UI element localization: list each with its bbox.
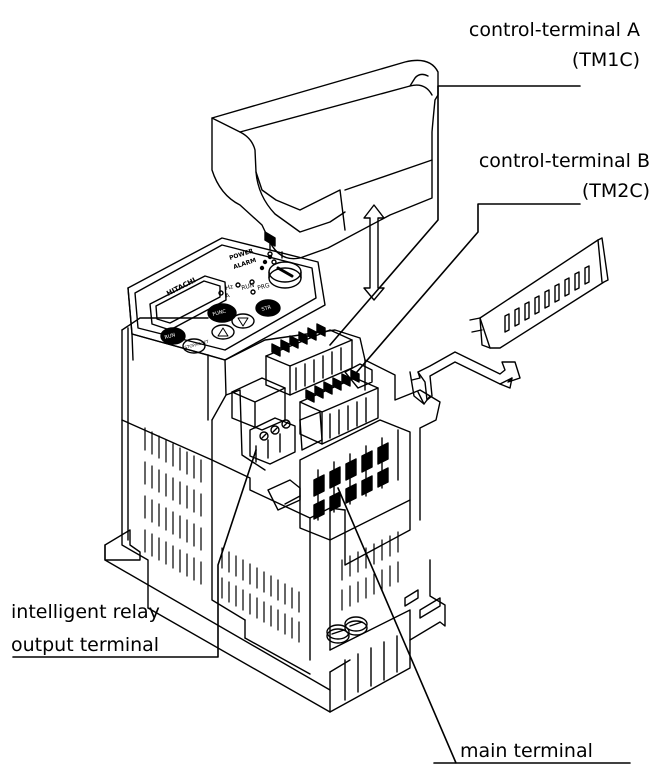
leader-control-terminal-b [349, 203, 581, 381]
terminal-cover [469, 237, 609, 349]
bent-arrow [409, 351, 521, 405]
label-control-terminal-a-code: (TM1C) [571, 49, 640, 71]
main-terminal-block [267, 419, 411, 541]
control-terminal-b-block [299, 363, 379, 445]
leader-lines [12, 85, 631, 764]
leader-relay-output [12, 449, 257, 658]
double-arrow [363, 204, 385, 301]
inverter-body [104, 237, 446, 713]
relay-output-terminal-block [249, 417, 296, 465]
label-main-terminal: main terminal [460, 740, 593, 762]
label-control-terminal-b-code: (TM2C) [581, 180, 650, 202]
vent-slots-left [144, 427, 300, 643]
label-relay-line2: output terminal [11, 634, 160, 656]
label-relay-line1: intelligent relay [11, 601, 160, 623]
label-control-terminal-a: control-terminal A [468, 19, 640, 41]
vent-slots-right [341, 531, 399, 611]
heatsink [326, 609, 411, 701]
leader-main-terminal [337, 487, 631, 764]
label-control-terminal-b: control-terminal B [478, 150, 650, 172]
leader-control-terminal-a [329, 85, 581, 346]
front-cover [211, 59, 439, 260]
